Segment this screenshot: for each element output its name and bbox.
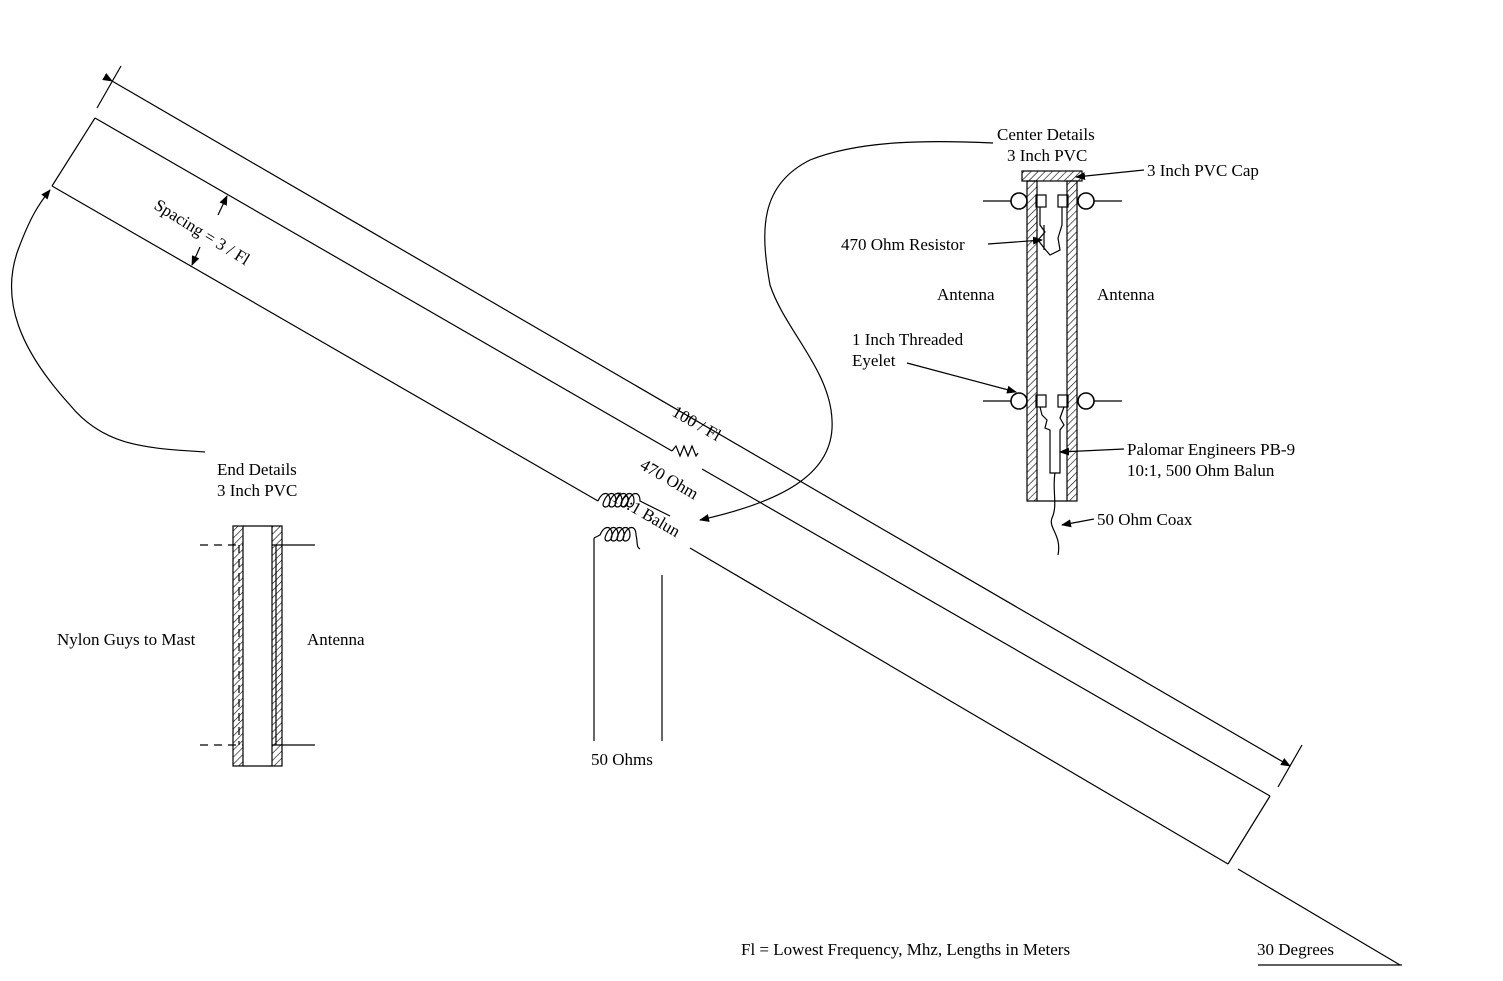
balun-label: 10:1 Balun xyxy=(609,487,684,541)
center-pvc-wall-left xyxy=(1026,180,1038,502)
end-pvc-wall-right xyxy=(271,525,283,767)
nut-upper-left xyxy=(1035,194,1047,208)
resistor-label: 470 Ohm xyxy=(637,455,702,503)
legend-text: Fl = Lowest Frequency, Mhz, Lengths in M… xyxy=(741,940,1070,959)
internal-balun xyxy=(1039,406,1065,474)
nut-lower-left xyxy=(1035,394,1047,408)
cap-leader xyxy=(1075,169,1145,181)
center-right-antenna-label: Antenna xyxy=(1097,285,1155,304)
coax-leader xyxy=(1061,518,1095,528)
center-details-subtitle: 3 Inch PVC xyxy=(1007,146,1087,165)
balun-coil xyxy=(593,492,671,741)
center-left-antenna-label: Antenna xyxy=(937,285,995,304)
center-callout-curve xyxy=(699,140,994,522)
eyelet-leader xyxy=(906,362,1017,394)
length-label: 100 / Fl xyxy=(669,402,725,445)
right-end-cap xyxy=(1227,795,1271,865)
eyelet-lower-right-icon xyxy=(1077,392,1095,410)
bottom-conductor-left xyxy=(51,185,599,502)
end-details-title: End Details xyxy=(217,460,297,479)
feed-label: 50 Ohms xyxy=(591,750,653,769)
resistor-body xyxy=(1037,207,1063,256)
spacing-label: Spacing = 3 / Fl xyxy=(151,195,254,269)
coax-label: 50 Ohm Coax xyxy=(1097,510,1193,529)
eyelet-upper-right-icon xyxy=(1077,192,1095,210)
resistor-callout-label: 470 Ohm Resistor xyxy=(841,235,965,254)
left-end-cap xyxy=(51,117,96,187)
center-pvc-detail xyxy=(983,170,1122,556)
balun-primary xyxy=(597,492,671,517)
angle-label: 30 Degrees xyxy=(1257,940,1334,959)
eyelet-upper-left-icon xyxy=(1010,192,1028,210)
dim-line xyxy=(102,73,1291,767)
top-conductor-left xyxy=(94,117,673,452)
spacing-arrow-down xyxy=(191,246,201,266)
balun-callout-line1: Palomar Engineers PB-9 xyxy=(1127,440,1295,459)
ground-angle xyxy=(1237,868,1402,966)
dim-tick-left xyxy=(96,65,122,109)
end-details-subtitle: 3 Inch PVC xyxy=(217,481,297,500)
cap-label: 3 Inch PVC Cap xyxy=(1147,161,1259,180)
pvc-cap xyxy=(1021,170,1083,182)
spacing-dimension xyxy=(191,195,228,266)
end-pvc-detail xyxy=(200,525,315,767)
end-pvc-wall-left xyxy=(232,525,244,767)
eyelet-label-line2: Eyelet xyxy=(852,351,896,370)
nut-lower-right xyxy=(1057,394,1069,408)
center-pvc-wall-right xyxy=(1066,180,1078,502)
coax-cable xyxy=(1050,472,1060,556)
eyelet-lower-left-icon xyxy=(1010,392,1028,410)
bottom-conductor-right xyxy=(689,547,1229,865)
angle-line xyxy=(1237,868,1401,966)
balun-secondary xyxy=(593,526,641,550)
spacing-arrow-up xyxy=(217,195,228,216)
nut-upper-right xyxy=(1057,194,1069,208)
center-leaders xyxy=(906,169,1145,528)
eyelet-label-line1: 1 Inch Threaded xyxy=(852,330,964,349)
resistor-zigzag xyxy=(671,444,699,458)
balun-callout-line2: 10:1, 500 Ohm Balun xyxy=(1127,461,1275,480)
end-antenna-label: Antenna xyxy=(307,630,365,649)
nylon-guys-label: Nylon Guys to Mast xyxy=(57,630,196,649)
resistor-leader xyxy=(987,236,1043,245)
balun-leader xyxy=(1059,447,1125,456)
end-callout-curve xyxy=(10,189,206,453)
length-dimension xyxy=(96,65,1303,788)
center-details-title: Center Details xyxy=(997,125,1095,144)
